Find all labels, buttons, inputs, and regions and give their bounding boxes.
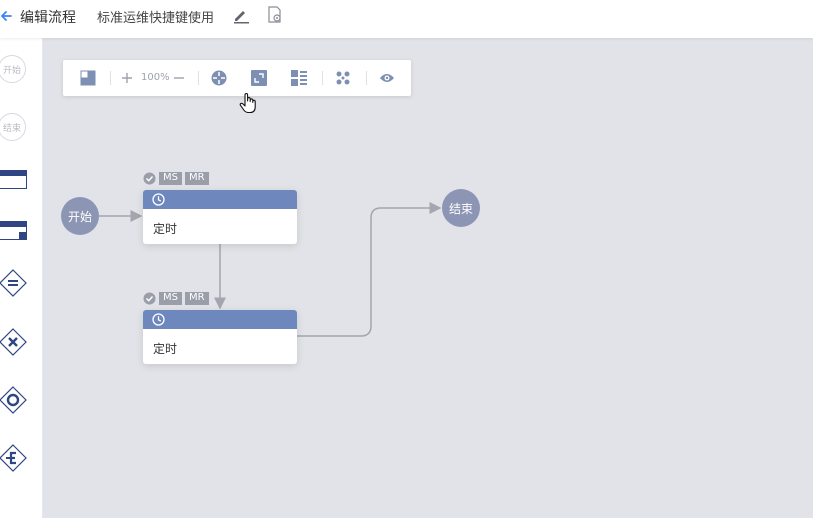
- pencil-icon[interactable]: [232, 6, 250, 24]
- task-node[interactable]: 定时: [143, 310, 297, 364]
- badge-ms: MS: [159, 171, 182, 185]
- start-node[interactable]: 开始: [61, 197, 99, 235]
- conditional-gateway-icon[interactable]: [0, 444, 27, 472]
- palette-start-node[interactable]: 开始: [0, 55, 26, 83]
- badge-ms: MS: [159, 291, 182, 305]
- parallel-gateway-icon[interactable]: [0, 269, 27, 297]
- badge-mr: MR: [184, 291, 209, 305]
- header-bar: 编辑流程 标准运维快捷键使用: [0, 0, 813, 38]
- minimap-icon[interactable]: [79, 69, 97, 87]
- preview-eye-icon[interactable]: [379, 69, 395, 87]
- hand-cursor-icon: [239, 92, 256, 114]
- zoom-in-icon[interactable]: [121, 69, 133, 87]
- task-node[interactable]: 定时: [143, 190, 297, 244]
- badge-mr: MR: [184, 171, 209, 185]
- task-node-header: [143, 190, 297, 209]
- clock-icon: [152, 313, 165, 326]
- zoom-out-icon[interactable]: [173, 69, 185, 87]
- clock-icon: [152, 193, 165, 206]
- page-title[interactable]: 编辑流程: [20, 10, 76, 26]
- end-node[interactable]: 结束: [442, 189, 480, 227]
- check-circle-icon: [143, 292, 156, 304]
- canvas-toolbar: 100%: [63, 60, 411, 96]
- locate-center-icon[interactable]: [210, 69, 228, 87]
- flow-canvas[interactable]: [43, 38, 813, 518]
- check-circle-icon: [143, 172, 156, 184]
- task-label: 定时: [153, 222, 178, 236]
- task-badges: MS MR: [143, 291, 209, 305]
- task-node-header: [143, 310, 297, 329]
- task-badges: MS MR: [143, 171, 209, 185]
- shortcut-keys-icon[interactable]: [335, 69, 351, 87]
- zoom-level: 100%: [141, 72, 170, 83]
- fit-screen-icon[interactable]: [250, 69, 268, 87]
- palette-end-node[interactable]: 结束: [0, 113, 26, 141]
- flow-name: 标准运维快捷键使用: [97, 11, 215, 26]
- document-settings-icon[interactable]: [267, 6, 283, 24]
- task-label: 定时: [153, 342, 178, 356]
- node-palette: 开始 结束: [0, 38, 43, 518]
- format-layout-icon[interactable]: [290, 69, 308, 87]
- palette-subprocess-node[interactable]: [0, 221, 27, 240]
- back-arrow-icon[interactable]: [0, 8, 16, 24]
- converge-gateway-icon[interactable]: [0, 386, 27, 414]
- exclusive-gateway-icon[interactable]: [0, 328, 27, 356]
- palette-task-node[interactable]: [0, 170, 27, 189]
